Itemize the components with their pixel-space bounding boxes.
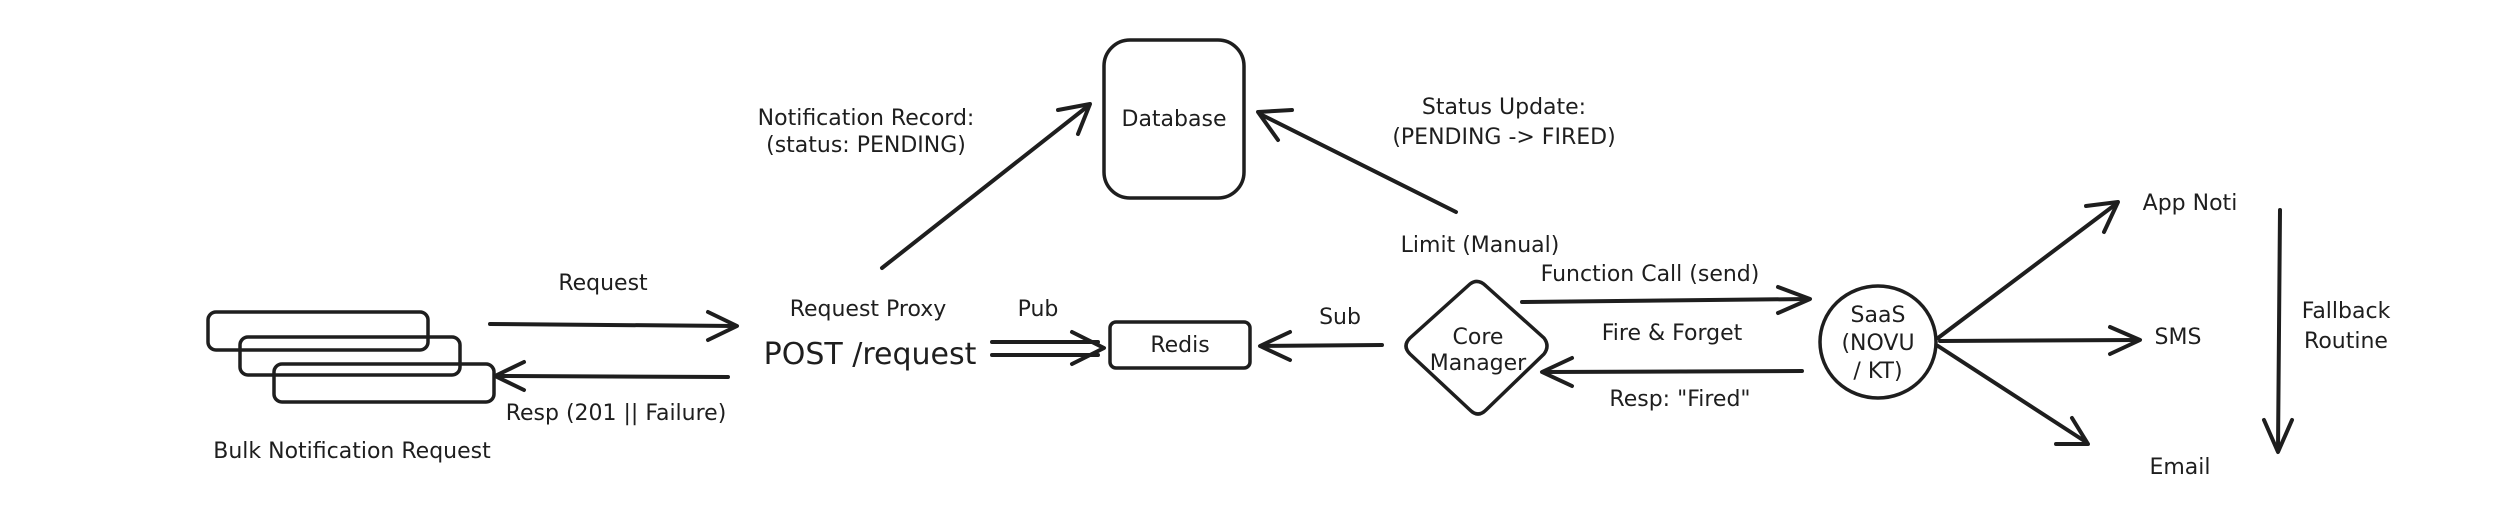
function-call-arrow: [1520, 285, 1812, 315]
response-label: Resp (201 || Failure): [506, 401, 727, 426]
saas-line2: (NOVU: [1841, 331, 1914, 356]
app-noti-label[interactable]: App Noti: [2143, 191, 2238, 216]
status-update-arrow: [1256, 108, 1458, 214]
core-manager-line1: Core: [1453, 325, 1504, 350]
redis-label: Redis: [1150, 333, 1209, 358]
saas-line1: SaaS: [1851, 303, 1906, 328]
app-noti-arrow: [1936, 200, 2120, 340]
database-label: Database: [1122, 107, 1227, 132]
request-proxy-endpoint: POST /request: [764, 337, 977, 372]
function-call-label: Function Call (send): [1541, 262, 1760, 287]
fallback-arrow: [2262, 208, 2294, 454]
database-node[interactable]: Database: [1102, 38, 1246, 200]
request-proxy-node[interactable]: Request Proxy POST /request: [764, 297, 977, 372]
redis-node[interactable]: Redis: [1108, 320, 1252, 370]
request-label: Request: [558, 271, 648, 296]
request-arrow: [488, 310, 739, 342]
sms-arrow: [1938, 325, 2142, 356]
response-arrow: [493, 360, 730, 392]
sub-label: Sub: [1319, 305, 1361, 330]
resp-fired-arrow: [1540, 356, 1804, 388]
sub-arrow: [1258, 330, 1384, 362]
pub-arrow: [990, 330, 1106, 366]
pub-label: Pub: [1018, 297, 1059, 322]
bulk-request-stack[interactable]: [206, 310, 496, 404]
limit-label: Limit (Manual): [1401, 233, 1560, 258]
status-label-line2: (PENDING -> FIRED): [1392, 125, 1615, 150]
record-arrow: [880, 102, 1092, 270]
fallback-label-line1: Fallback: [2302, 299, 2391, 324]
record-label-line1: Notification Record:: [758, 106, 975, 131]
status-label-line1: Status Update:: [1422, 95, 1586, 120]
saas-node[interactable]: SaaS (NOVU / KT): [1818, 284, 1938, 400]
email-arrow: [1936, 344, 2090, 446]
record-label-line2: (status: PENDING): [766, 133, 966, 158]
email-label[interactable]: Email: [2149, 455, 2210, 480]
sms-label[interactable]: SMS: [2155, 325, 2202, 350]
fire-forget-label: Fire & Forget: [1602, 321, 1743, 346]
bulk-request-label: Bulk Notification Request: [213, 439, 491, 464]
request-proxy-title: Request Proxy: [790, 297, 947, 322]
core-manager-node[interactable]: Core Manager: [1404, 279, 1549, 416]
resp-fired-label: Resp: "Fired": [1609, 387, 1750, 412]
fallback-label-line2: Routine: [2304, 329, 2388, 354]
saas-line3: / KT): [1853, 359, 1902, 384]
core-manager-line2: Manager: [1430, 351, 1527, 376]
